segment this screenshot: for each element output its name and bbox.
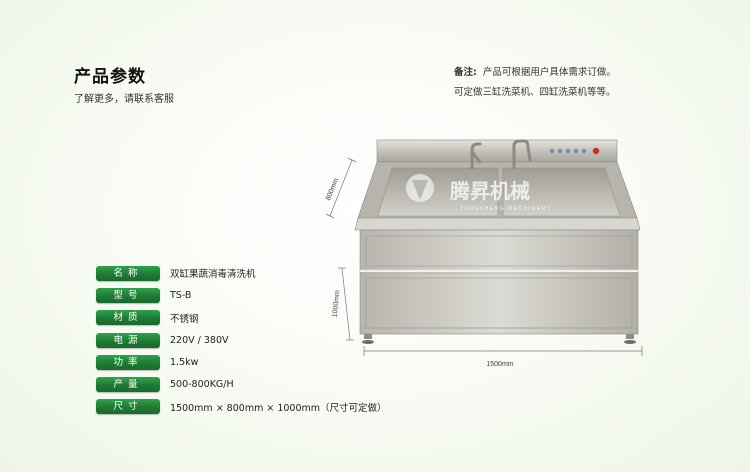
spec-row-name: 名称 双缸果蔬消毒清洗机 [96, 262, 426, 284]
spec-label: 材质 [96, 310, 160, 326]
faucet-icon [470, 139, 532, 170]
spec-value: 不锈钢 [170, 313, 199, 325]
spec-value: 500-800KG/H [170, 379, 234, 391]
depth-dim-line [329, 159, 353, 217]
spec-row-model: 型号 TS-B [96, 284, 426, 306]
spec-value: 220V / 380V [170, 334, 229, 346]
foot-left [362, 340, 374, 344]
watermark-brand: 腾昇机械 [450, 179, 530, 203]
spec-label: 尺寸 [96, 399, 160, 415]
note-line-1: 产品可根据用户具体需求订做。 [482, 67, 616, 78]
spec-row-wattage: 功率 1.5kw [96, 351, 426, 373]
spec-value: TS-B [170, 289, 192, 301]
note-block: 备注: 产品可根据用户具体需求订做。 可定做三缸洗菜机、四缸洗菜机等等。 [454, 63, 616, 103]
emergency-stop-icon [592, 147, 600, 155]
spec-table: 名称 双缸果蔬消毒清洗机 型号 TS-B 材质 不锈钢 电源 220V / 38… [96, 262, 426, 418]
spec-row-material: 材质 不锈钢 [96, 307, 426, 329]
spec-row-output: 产量 500-800KG/H [96, 373, 426, 395]
spec-row-power-supply: 电源 220V / 380V [96, 329, 426, 351]
spec-value: 1.5kw [170, 356, 199, 368]
height-dim-label: 1000mm [332, 290, 342, 318]
machine-illustration: 800mm 1000mm 1500mm 腾昇机械 TENGSHENG MACHI… [325, 139, 643, 368]
cabinet-front [359, 229, 639, 335]
page-subtitle: 了解更多，请联系客服 [74, 94, 174, 105]
spec-label: 型号 [96, 287, 160, 303]
control-panel [376, 139, 618, 163]
control-buttons [549, 147, 600, 155]
width-dim-label: 1500mm [486, 361, 513, 368]
spec-label: 产量 [96, 377, 160, 393]
page-title: 产品参数 [74, 67, 146, 87]
spec-value: 双缸果蔬消毒清洗机 [170, 269, 256, 281]
watermark-sub: TENGSHENG MACHINERY [460, 206, 551, 212]
height-dim-line [341, 267, 351, 341]
spec-label: 功率 [96, 354, 160, 370]
spec-value: 1500mm × 800mm × 1000mm（尺寸可定做） [170, 402, 387, 414]
note-line-2: 可定做三缸洗菜机、四缸洗菜机等等。 [454, 87, 616, 98]
left-tub [377, 167, 499, 217]
spec-label: 名称 [96, 265, 160, 281]
spec-row-size: 尺寸 1500mm × 800mm × 1000mm（尺寸可定做） [96, 396, 426, 418]
spec-label: 电源 [96, 332, 160, 348]
right-tub [502, 167, 621, 217]
note-prefix: 备注: [454, 67, 477, 78]
foot-right [624, 340, 636, 344]
depth-dim-label: 800mm [325, 177, 340, 201]
